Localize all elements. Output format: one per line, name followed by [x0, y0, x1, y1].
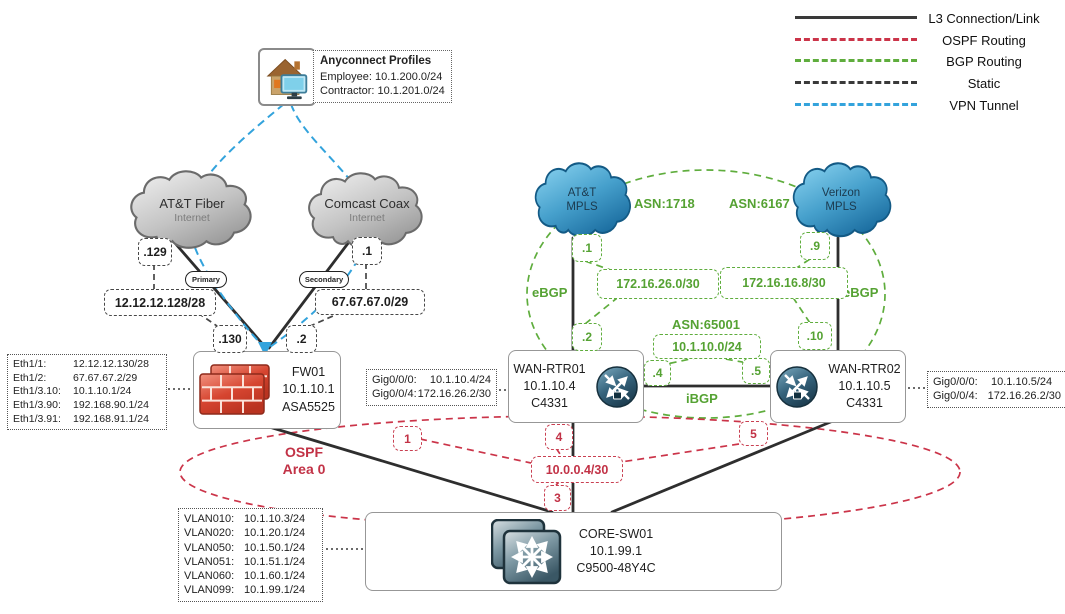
- wan-rtr02-model: C4331: [846, 396, 883, 411]
- table-row: VLAN099:10.1.99.1/24: [184, 584, 306, 597]
- comcast-cloud-label: Comcast Coax Internet: [324, 196, 410, 225]
- fw01-label: FW01 10.1.10.1 ASA5525: [282, 364, 335, 416]
- ospf-title: OSPF: [284, 444, 324, 460]
- table-row: VLAN020:10.1.20.1/24: [184, 527, 306, 540]
- node-core-sw01: CORE-SW01 10.1.99.1 C9500-48Y4C: [365, 512, 782, 591]
- primary-subnet-label: 12.12.12.128/28: [104, 289, 216, 316]
- rtr02-lan-octet-label: .5: [742, 358, 770, 384]
- legend-label-ospf: OSPF Routing: [942, 33, 1026, 48]
- table-row: VLAN060:10.1.60.1/24: [184, 570, 306, 583]
- layer3-switch-icon: [491, 518, 562, 584]
- rtr01-lan-octet-label: .4: [644, 360, 671, 386]
- legend-swatch-l3: [795, 16, 917, 19]
- core-sw01-model: C9500-48Y4C: [576, 561, 656, 576]
- wan-rtr01-name: WAN-RTR01: [513, 361, 586, 376]
- core-sw01-name: CORE-SW01: [578, 526, 654, 541]
- verizon-wan-subnet-label: 172.16.16.8/30: [720, 267, 848, 299]
- wan-rtr01-model: C4331: [531, 396, 568, 411]
- table-row: Eth1/2:67.67.67.2/29: [13, 371, 138, 384]
- house-monitor-icon: [266, 58, 308, 100]
- att-mpls-cloud-label: AT&T MPLS: [566, 187, 598, 214]
- node-wan-rtr02: WAN-RTR02 10.1.10.5 C4331: [770, 350, 906, 423]
- lan-subnet-label: 10.1.10.0/24: [653, 334, 761, 359]
- wan-rtr01-label: WAN-RTR01 10.1.10.4 C4331: [513, 361, 585, 413]
- att-fiber-cloud-label: AT&T Fiber Internet: [159, 196, 225, 225]
- wan-rtr02-interface-table: Gig0/0/0:10.1.10.5/24 Gig0/0/4:172.16.26…: [927, 371, 1065, 408]
- router-icon: [776, 365, 819, 408]
- table-row: Eth1/3.10:10.1.10.1/24: [13, 385, 132, 398]
- core-sw01-ip: 10.1.99.1: [589, 543, 643, 558]
- ospf-rid-fw01: 1: [393, 426, 422, 451]
- asn-verizon-label: ASN:6167: [729, 196, 790, 211]
- fw01-interface-table: Eth1/1:12.12.12.130/28 Eth1/2:67.67.67.2…: [7, 354, 167, 431]
- ospf-rid-rtr01: 4: [545, 424, 573, 450]
- router-icon: [595, 365, 638, 408]
- home-office-icon: [258, 48, 316, 106]
- fw01-ip: 10.1.10.1: [282, 382, 335, 397]
- primary-link-pill: Primary: [185, 271, 227, 288]
- anyconnect-title: Anyconnect Profiles: [320, 55, 432, 67]
- wan-rtr02-name: WAN-RTR02: [828, 361, 901, 376]
- secondary-link-pill: Secondary: [299, 271, 349, 288]
- legend-swatch-ospf: [795, 38, 917, 41]
- node-fw01: FW01 10.1.10.1 ASA5525: [193, 351, 341, 429]
- wan-rtr02-label: WAN-RTR02 10.1.10.5 C4331: [828, 361, 900, 413]
- fw01-model: ASA5525: [282, 399, 335, 414]
- table-row: VLAN051:10.1.51.1/24: [184, 555, 306, 568]
- ebgp-right-label: eBGP: [843, 285, 879, 300]
- comcast-octet-label: .1: [352, 237, 382, 265]
- core-sw01-vlan-table: VLAN010:10.1.10.3/24 VLAN020:10.1.20.1/2…: [178, 508, 323, 602]
- legend-label-bgp: BGP Routing: [946, 54, 1022, 69]
- table-row: Eth1/3.90:192.168.90.1/24: [13, 398, 149, 411]
- anyconnect-employee-subnet: Employee: 10.1.200.0/24: [320, 70, 443, 83]
- legend-swatch-bgp: [795, 59, 917, 62]
- ospf-area-label: Area 0: [282, 461, 326, 477]
- ibgp-label: iBGP: [686, 391, 718, 406]
- att-mpls-octet-label: .1: [572, 234, 602, 262]
- vpn-arrowhead: [258, 342, 272, 356]
- firewall-icon: [199, 364, 270, 415]
- wan-rtr01-ip: 10.1.10.4: [523, 378, 576, 393]
- ospf-rid-core: 3: [544, 485, 571, 511]
- node-wan-rtr01: WAN-RTR01 10.1.10.4 C4331: [508, 350, 644, 423]
- table-row: Eth1/1:12.12.12.130/28: [13, 358, 149, 370]
- anyconnect-contractor-subnet: Contractor: 10.1.201.0/24: [320, 85, 445, 98]
- verizon-mpls-cloud-label: Verizon MPLS: [821, 187, 861, 214]
- att-wan-subnet-label: 172.16.26.0/30: [597, 269, 719, 299]
- asn-local-label: ASN:65001: [672, 317, 740, 332]
- fw-secondary-octet-label: .2: [286, 325, 317, 353]
- ospf-rid-rtr02: 5: [739, 421, 768, 446]
- secondary-subnet-label: 67.67.67.0/29: [315, 289, 425, 315]
- wan-rtr01-interface-table: Gig0/0/0:10.1.10.4/24 Gig0/0/4:172.16.26…: [366, 369, 497, 406]
- fw01-name: FW01: [291, 365, 326, 380]
- fw-primary-octet-label: .130: [213, 325, 247, 353]
- rtr02-wan-octet-label: .10: [798, 322, 832, 350]
- table-row: Eth1/3.91:192.168.91.1/24: [13, 412, 149, 425]
- rtr01-wan-octet-label: .2: [572, 323, 602, 351]
- table-row: Gig0/0/0:10.1.10.4/24: [372, 374, 491, 386]
- legend-label-vpn: VPN Tunnel: [949, 98, 1019, 113]
- core-sw01-label: CORE-SW01 10.1.99.1 C9500-48Y4C: [576, 526, 655, 578]
- legend-label-l3: L3 Connection/Link: [928, 11, 1040, 26]
- ebgp-left-label: eBGP: [532, 285, 568, 300]
- table-row: Gig0/0/4:172.16.26.2/30: [933, 390, 1061, 403]
- ospf-p2p-subnet-label: 10.0.0.4/30: [531, 456, 623, 483]
- table-row: Gig0/0/4:172.16.26.2/30: [372, 388, 491, 401]
- att-fiber-octet-label: .129: [138, 238, 172, 266]
- anyconnect-profiles-callout: Anyconnect Profiles Employee: 10.1.200.0…: [313, 50, 452, 104]
- legend-label-static: Static: [967, 76, 1001, 91]
- asn-att-label: ASN:1718: [634, 196, 695, 211]
- legend-swatch-static: [795, 81, 917, 84]
- table-row: Gig0/0/0:10.1.10.5/24: [933, 376, 1053, 388]
- legend-swatch-vpn: [795, 103, 917, 106]
- verizon-mpls-octet-label: .9: [800, 232, 830, 260]
- wan-rtr02-ip: 10.1.10.5: [838, 378, 891, 393]
- table-row: VLAN010:10.1.10.3/24: [184, 513, 306, 525]
- table-row: VLAN050:10.1.50.1/24: [184, 541, 306, 554]
